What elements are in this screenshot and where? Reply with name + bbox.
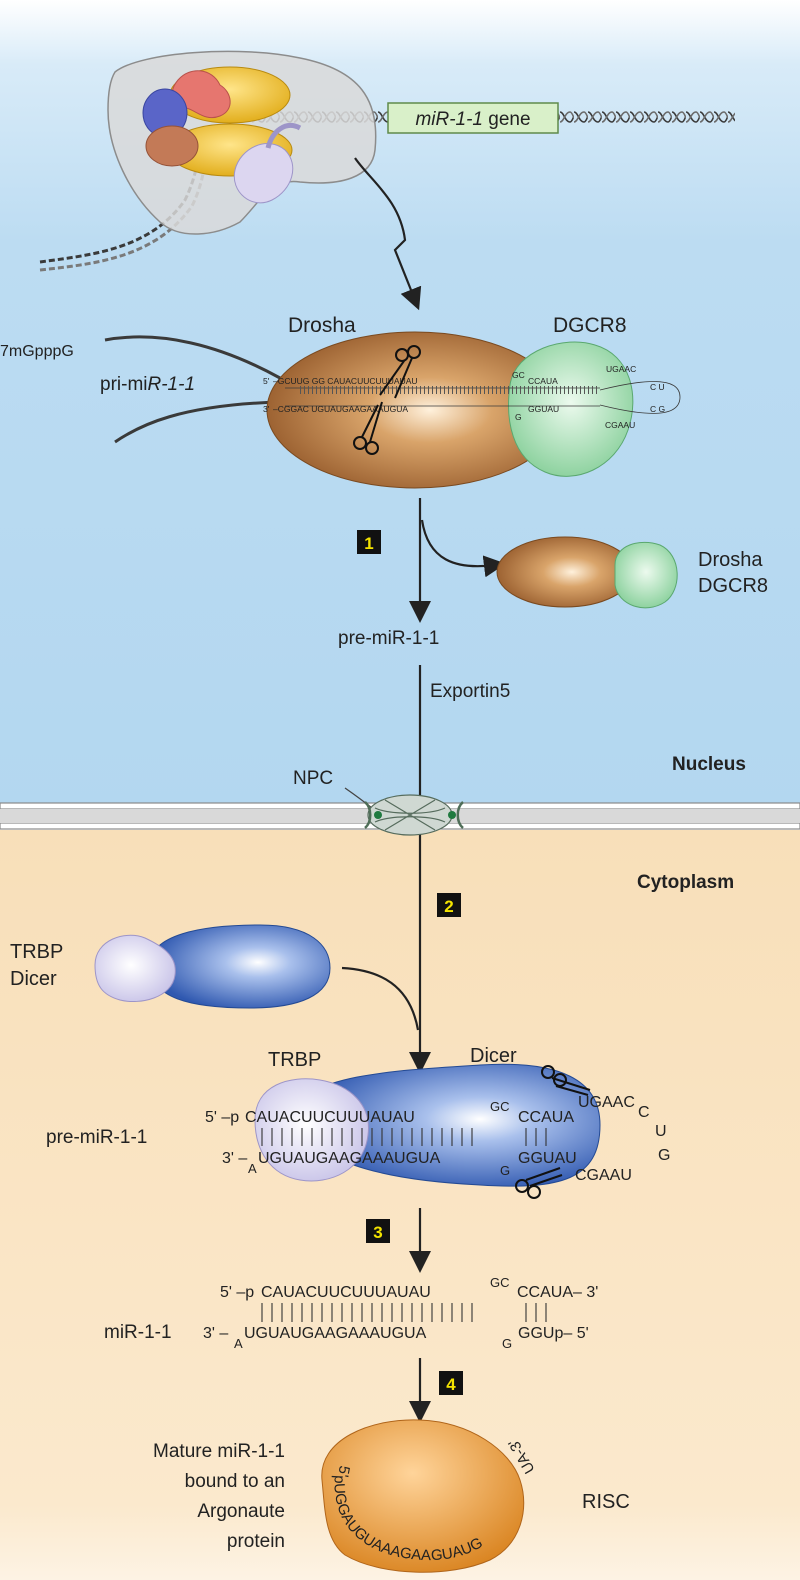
free-dicer-label: Dicer	[10, 968, 57, 990]
transcription-arrow	[354, 157, 422, 311]
svg-text:G: G	[500, 1163, 510, 1178]
cap-label: 7mGpppG	[0, 343, 74, 360]
released-dgcr8-label: DGCR8	[698, 575, 768, 597]
pri-mirna-strand-top	[104, 335, 281, 380]
cytoplasm-label: Cytoplasm	[637, 872, 734, 893]
pre-mir-label: pre-miR-1-1	[338, 628, 439, 649]
free-dicer	[149, 924, 331, 1009]
dicer-label: Dicer	[470, 1045, 517, 1067]
svg-text:A: A	[248, 1161, 257, 1176]
argonaute-protein	[321, 1419, 525, 1573]
factor-lilac-tail	[265, 123, 302, 149]
svg-text:UGAAC: UGAAC	[578, 1094, 635, 1111]
svg-text:5' –p: 5' –p	[220, 1284, 254, 1301]
svg-text:A: A	[234, 1336, 243, 1351]
dicer-scissors-icon	[515, 1065, 591, 1199]
dgcr8-label: DGCR8	[553, 314, 627, 337]
svg-text:C: C	[638, 1104, 650, 1121]
svg-text:Argonaute: Argonaute	[197, 1501, 285, 1522]
release-arrow	[420, 519, 506, 578]
svg-text:GGUp– 5': GGUp– 5'	[518, 1325, 589, 1342]
svg-text:3' –: 3' –	[222, 1150, 247, 1167]
svg-text:GGUAU: GGUAU	[518, 1150, 577, 1167]
svg-text:–GCUUG GG CAUACUUCUUUAUAU: –GCUUG GG CAUACUUCUUUAUAU	[273, 376, 418, 386]
nucleus-label: Nucleus	[672, 754, 746, 775]
duplex-label: miR-1-1	[104, 1322, 172, 1343]
step-1-badge	[357, 530, 381, 554]
svg-text:3' –: 3' –	[203, 1325, 228, 1342]
dicer-binding-arrow	[341, 966, 420, 1031]
duplex-base-pairs	[261, 1303, 547, 1322]
pri-mirna-duplex	[285, 381, 681, 414]
svg-text:C U: C U	[650, 382, 665, 392]
pri-mir-label: pri-miR-1-1	[100, 374, 195, 395]
released-drosha	[496, 536, 634, 608]
mirna-duplex: 5' –p CAUACUUCUUUAUAU GC CCAUA– 3' miR-1…	[104, 1275, 598, 1351]
free-trbp	[94, 934, 176, 1003]
svg-text:CCAUA– 3': CCAUA– 3'	[517, 1284, 598, 1301]
svg-text:Mature miR-1-1: Mature miR-1-1	[153, 1441, 285, 1462]
svg-text:G: G	[502, 1336, 512, 1351]
svg-text:CGAAU: CGAAU	[605, 420, 635, 430]
dicer-protein	[299, 1063, 601, 1187]
svg-text:GGUAU: GGUAU	[528, 404, 559, 414]
svg-text:CCAUA: CCAUA	[518, 1109, 574, 1126]
mature-label: Mature miR-1-1 bound to an Argonaute pro…	[153, 1441, 285, 1552]
svg-text:UGUAUGAAGAAAUGUA: UGUAUGAAGAAAUGUA	[258, 1150, 441, 1167]
mature-five-prime: 5'	[334, 1464, 353, 1478]
svg-text:bound to an: bound to an	[185, 1471, 285, 1492]
svg-text:C G: C G	[650, 404, 665, 414]
pre-mirna-base-pairs	[261, 1128, 547, 1146]
svg-text:GC: GC	[490, 1099, 510, 1114]
step-4-badge	[439, 1371, 463, 1395]
step-1-number: 1	[364, 534, 373, 553]
risc-label: RISC	[582, 1491, 630, 1513]
factor-brown	[145, 125, 199, 167]
pre-mirna-sequence: 5' –p CAUACUUCUUUAUAU GC CCAUA UGAAC C U…	[205, 1094, 670, 1184]
factor-lilac	[233, 143, 294, 204]
npc-label: NPC	[293, 768, 333, 789]
free-trbp-label: TRBP	[10, 941, 63, 963]
step-2-number: 2	[444, 897, 453, 916]
svg-text:–CGGAC UGUAUGAAGAAAUGUA: –CGGAC UGUAUGAAGAAAUGUA	[273, 404, 408, 414]
step-2-badge	[437, 893, 461, 917]
svg-text:CAUACUUCUUUAUAU: CAUACUUCUUUAUAU	[245, 1109, 415, 1126]
pre-complex-label: pre-miR-1-1	[46, 1127, 147, 1148]
trbp-label: TRBP	[268, 1049, 321, 1071]
svg-text:G: G	[658, 1147, 670, 1164]
svg-text:UGUAUGAAGAAAUGUA: UGUAUGAAGAAAUGUA	[244, 1325, 427, 1342]
step-4-number: 4	[446, 1375, 456, 1394]
svg-text:CGAAU: CGAAU	[575, 1167, 632, 1184]
released-drosha-label: Drosha	[698, 549, 763, 571]
svg-text:GC: GC	[490, 1275, 510, 1290]
gene-label: miR-1-1 gene	[415, 109, 530, 130]
svg-text:5' –p: 5' –p	[205, 1109, 239, 1126]
svg-text:5': 5'	[263, 376, 270, 386]
gene-box	[387, 102, 559, 134]
pri-mirna-sequence: 5' –GCUUG GG CAUACUUCUUUAUAU GC CCAUA UG…	[263, 364, 665, 430]
svg-text:CAUACUUCUUUAUAU: CAUACUUCUUUAUAU	[261, 1284, 431, 1301]
svg-text:protein: protein	[227, 1531, 285, 1552]
svg-text:G: G	[515, 412, 522, 422]
drosha-label: Drosha	[288, 314, 356, 337]
step-3-number: 3	[373, 1223, 382, 1242]
svg-text:3': 3'	[263, 404, 270, 414]
nuclear-pore-complex	[364, 794, 464, 836]
exportin-label: Exportin5	[430, 681, 510, 702]
svg-text:UGAAC: UGAAC	[606, 364, 636, 374]
svg-text:CCAUA: CCAUA	[528, 376, 558, 386]
drosha-scissors-icon	[353, 345, 421, 455]
pri-mirna-strand-bottom	[114, 400, 281, 444]
transcription-complex	[39, 50, 735, 272]
released-dgcr8	[614, 541, 678, 609]
svg-text:U: U	[655, 1123, 667, 1140]
svg-text:GC: GC	[512, 370, 525, 380]
dgcr8-protein	[508, 341, 634, 477]
step-3-badge	[366, 1219, 390, 1243]
